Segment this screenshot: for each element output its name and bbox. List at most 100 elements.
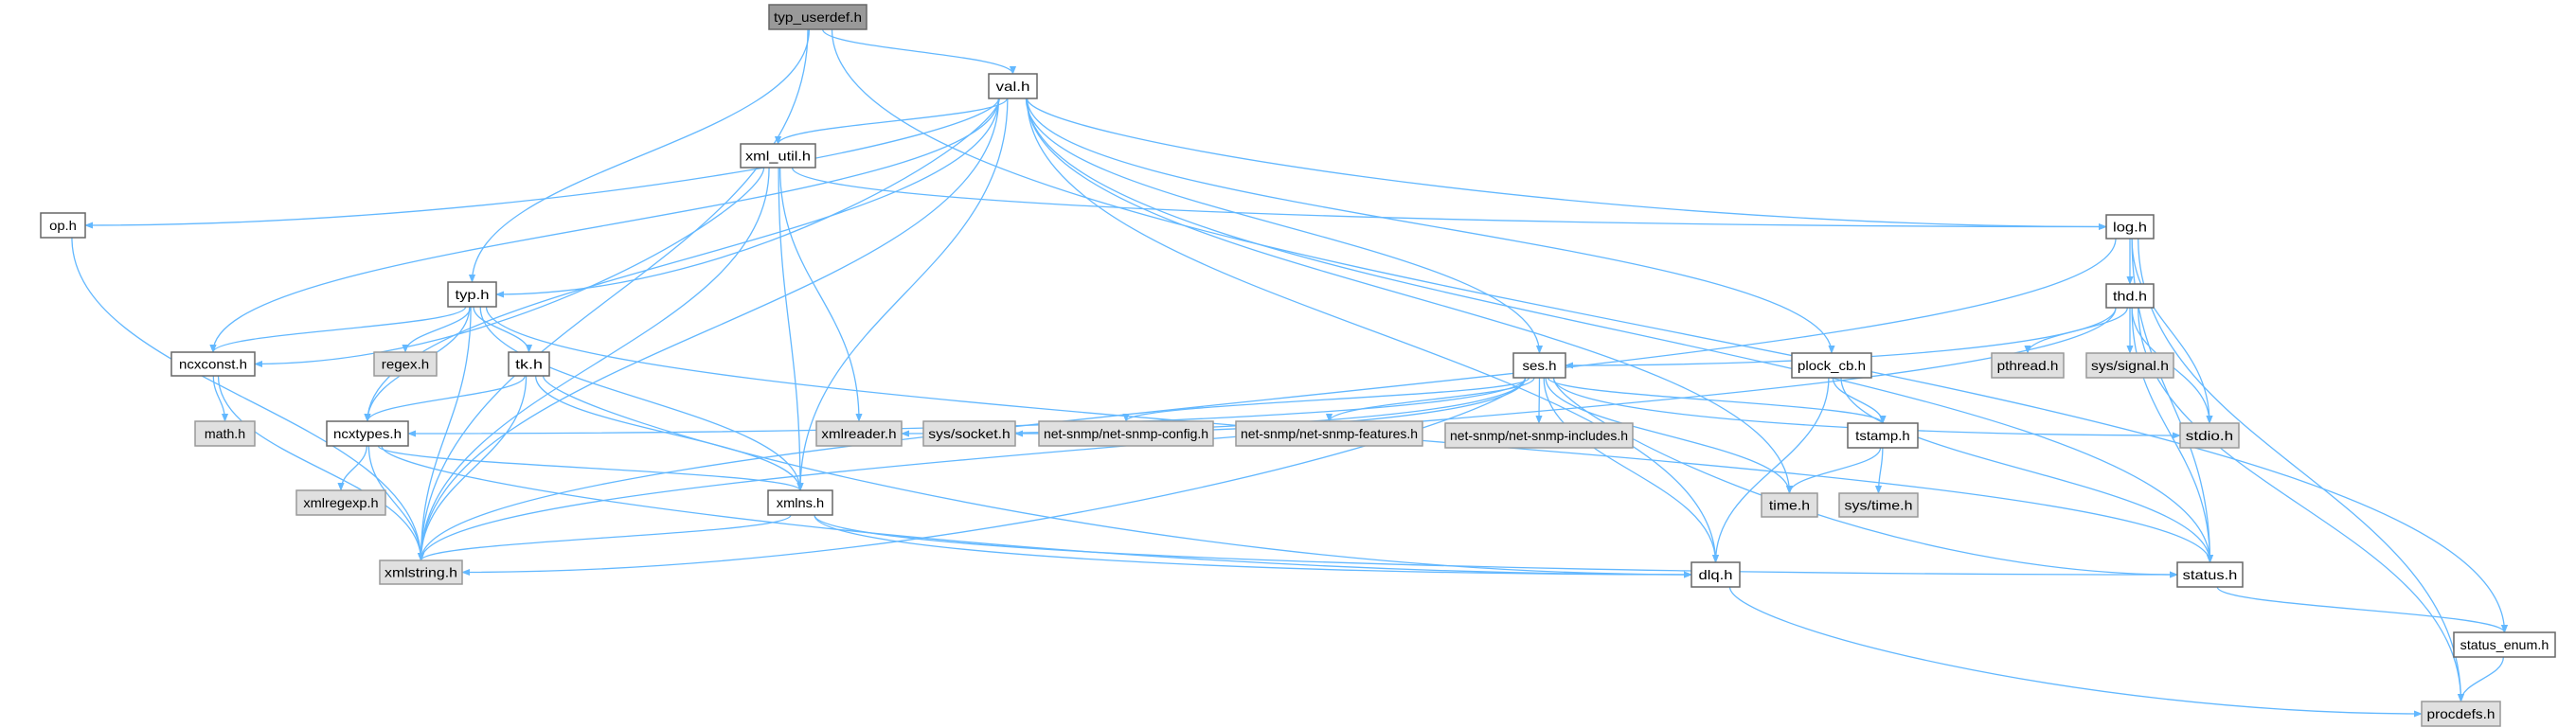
node-box xyxy=(170,351,256,377)
edge-ses-to-xmlstring xyxy=(461,377,1527,577)
node-stdio[interactable]: stdio.h xyxy=(2179,422,2240,449)
node-regex[interactable]: regex.h xyxy=(373,351,438,377)
node-val[interactable]: val.h xyxy=(988,73,1038,99)
edge-xml_util-to-xmlstring xyxy=(417,167,770,561)
edge-tstamp-to-sys_time xyxy=(1874,447,1884,494)
node-label: xmlregexp.h xyxy=(303,495,378,510)
edge-xml_util-to-ncxconst xyxy=(254,167,765,368)
node-tk[interactable]: tk.h xyxy=(508,351,550,377)
node-procdefs[interactable]: procdefs.h xyxy=(2421,701,2501,727)
node-box xyxy=(1512,352,1566,379)
edge-ncxtypes-to-dlq xyxy=(381,445,1692,578)
node-label: math.h xyxy=(205,426,245,441)
edge-ses-to-stdio xyxy=(1552,377,2181,439)
edge-ses-to-time xyxy=(1545,377,1794,494)
edge-ncxconst-to-xmlstring xyxy=(217,375,425,561)
node-label: typ.h xyxy=(456,287,490,302)
node-box xyxy=(379,559,463,585)
edge-plock_cb-to-tstamp xyxy=(1832,377,1887,424)
edge-typ_userdef-to-typ xyxy=(468,28,811,283)
node-box xyxy=(326,420,409,447)
node-box xyxy=(2176,561,2244,588)
node-label: plock_cb.h xyxy=(1798,358,1866,373)
node-math[interactable]: math.h xyxy=(194,420,256,447)
node-box xyxy=(1791,352,1872,379)
node-box xyxy=(295,489,386,516)
node-snmp-includes[interactable]: net-snmp/net-snmp-includes.h xyxy=(1444,422,1634,449)
node-box xyxy=(1690,561,1741,588)
node-ses[interactable]: ses.h xyxy=(1512,352,1566,379)
node-box xyxy=(447,281,497,308)
node-label: thd.h xyxy=(2113,289,2147,304)
node-xmlreader[interactable]: xmlreader.h xyxy=(815,420,903,447)
node-box xyxy=(1235,420,1423,447)
node-snmp-features[interactable]: net-snmp/net-snmp-features.h xyxy=(1235,420,1423,447)
edge-val-to-ncxconst xyxy=(209,98,1000,353)
node-time[interactable]: time.h xyxy=(1761,492,1818,518)
edge-typ_userdef-to-xmlstring xyxy=(417,28,809,561)
node-label: xmlstring.h xyxy=(385,565,457,580)
edge-xml_util-to-log xyxy=(791,167,2107,231)
node-xml-util[interactable]: xml_util.h xyxy=(740,143,816,169)
node-label: sys/signal.h xyxy=(2091,358,2169,373)
edge-val-to-ncxtypes xyxy=(364,98,1000,422)
edge-ncxtypes-to-xmlstring xyxy=(367,445,425,561)
node-box xyxy=(2179,422,2240,449)
node-box xyxy=(740,143,816,169)
node-sys-time[interactable]: sys/time.h xyxy=(1838,492,1919,518)
edge-xmlns-to-xmlstring xyxy=(418,514,792,561)
edge-typ-to-ncxconst xyxy=(209,306,467,353)
edge-log-to-stdio xyxy=(2131,238,2213,424)
nodes: typ_userdef.h val.h xml_util.h op.h log.h typ… xyxy=(40,4,2556,727)
node-label: net-snmp/net-snmp-includes.h xyxy=(1450,428,1628,443)
edge-val-to-plock_cb xyxy=(1026,98,1835,354)
node-box xyxy=(1838,492,1919,518)
node-op[interactable]: op.h xyxy=(40,212,86,239)
edge-status_enum-to-procdefs xyxy=(2457,656,2504,702)
node-ncxconst[interactable]: ncxconst.h xyxy=(170,351,256,377)
node-thd[interactable]: thd.h xyxy=(2105,283,2155,309)
node-box xyxy=(1038,420,1214,447)
node-pthread[interactable]: pthread.h xyxy=(1991,352,2065,379)
edge-tk-to-xmlns xyxy=(535,375,804,491)
node-typ-userdef[interactable]: typ_userdef.h xyxy=(768,4,868,30)
node-typ[interactable]: typ.h xyxy=(447,281,497,308)
node-box xyxy=(2453,631,2556,658)
node-snmp-config[interactable]: net-snmp/net-snmp-config.h xyxy=(1038,420,1214,447)
node-ncxtypes[interactable]: ncxtypes.h xyxy=(326,420,409,447)
edge-log-to-procdefs xyxy=(2138,238,2465,702)
edge-typ-to-regex xyxy=(402,306,472,353)
node-label: procdefs.h xyxy=(2427,706,2496,721)
edge-op-to-xmlstring xyxy=(71,237,425,561)
node-box xyxy=(1444,422,1634,449)
node-sys-socket[interactable]: sys/socket.h xyxy=(922,420,1016,447)
edge-plock_cb-to-dlq xyxy=(1711,377,1830,563)
node-label: tstamp.h xyxy=(1855,428,1910,443)
node-label: net-snmp/net-snmp-config.h xyxy=(1044,426,1208,441)
node-log[interactable]: log.h xyxy=(2105,214,2155,240)
node-xmlregexp[interactable]: xmlregexp.h xyxy=(295,489,386,516)
node-status-enum[interactable]: status_enum.h xyxy=(2453,631,2556,658)
node-label: ncxtypes.h xyxy=(333,426,402,441)
edge-val-to-typ xyxy=(495,98,1000,298)
node-box xyxy=(988,73,1038,99)
edge-xml_util-to-xmlns xyxy=(778,167,804,491)
node-box xyxy=(1991,352,2065,379)
edge-ses-to-ncxtypes xyxy=(407,377,1527,437)
node-status[interactable]: status.h xyxy=(2176,561,2244,588)
node-plock-cb[interactable]: plock_cb.h xyxy=(1791,352,1872,379)
edge-val-to-ses xyxy=(1025,98,1544,354)
node-dlq[interactable]: dlq.h xyxy=(1690,561,1741,588)
node-tstamp[interactable]: tstamp.h xyxy=(1847,422,1919,449)
node-sys-signal[interactable]: sys/signal.h xyxy=(2085,352,2174,379)
node-box xyxy=(2105,283,2155,309)
node-label: typ_userdef.h xyxy=(774,9,862,25)
edge-ses-to-tstamp xyxy=(1547,377,1887,424)
edge-tk-to-dlq xyxy=(542,375,1692,578)
node-xmlstring[interactable]: xmlstring.h xyxy=(379,559,463,585)
node-xmlns[interactable]: xmlns.h xyxy=(767,489,833,516)
node-label: pthread.h xyxy=(1997,358,2059,373)
node-box xyxy=(2085,352,2174,379)
node-label: op.h xyxy=(49,218,77,233)
